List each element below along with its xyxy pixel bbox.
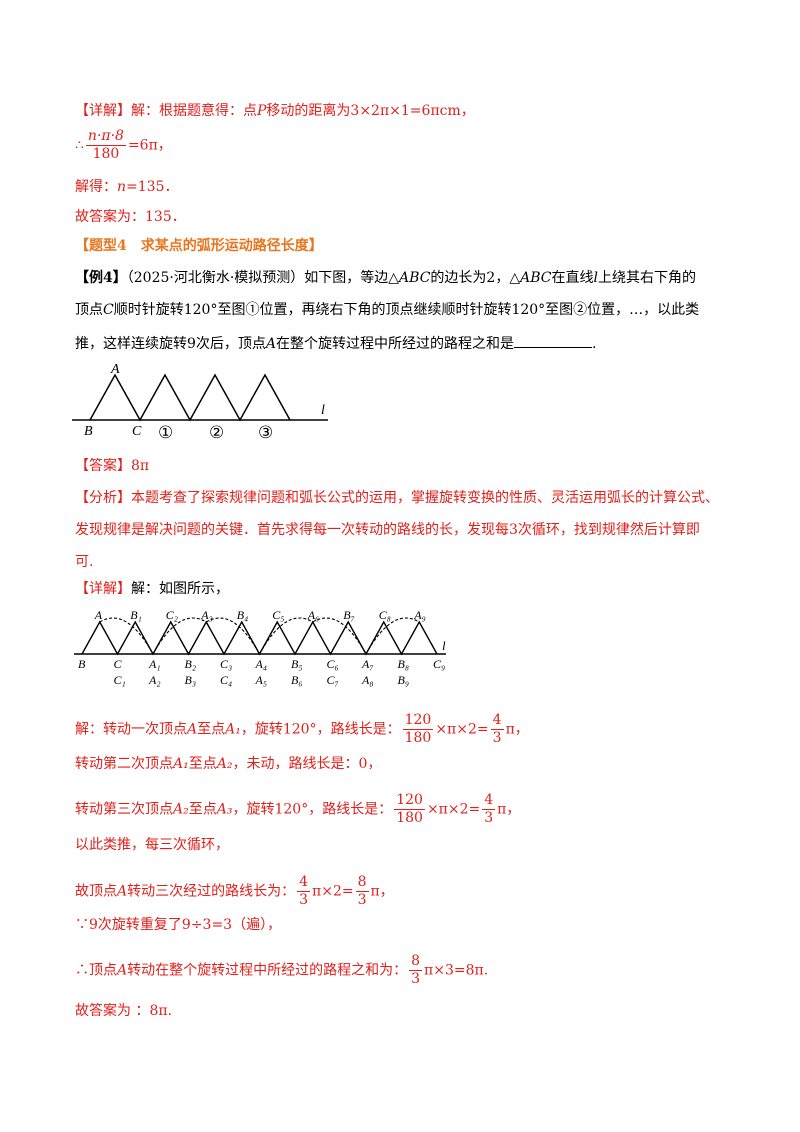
- base-sub-label: B₃: [185, 673, 197, 687]
- base-label: C₉: [433, 657, 445, 671]
- label-l: l: [321, 403, 325, 418]
- base-label: B: [78, 657, 86, 671]
- triangles: [89, 373, 291, 422]
- rotation-arc-2: [152, 617, 207, 655]
- detail2-line: 【详解】解：如图所示，: [75, 581, 229, 597]
- base-sub-label: C₁: [114, 673, 126, 687]
- label-l: l: [442, 638, 446, 653]
- base-label: C₆: [327, 657, 339, 671]
- detail-label: 【详解】: [75, 103, 131, 119]
- top-label: C₈: [379, 608, 391, 622]
- label-circle-2: ②: [209, 423, 224, 442]
- rotation-arc-5: [312, 617, 367, 655]
- step-4: 以此类推，每三次循环，: [75, 837, 229, 853]
- top-label: C₂: [166, 608, 178, 622]
- label-C: C: [132, 424, 142, 439]
- base-sub-label: A₂: [148, 673, 161, 687]
- rotation-figure-2: A B₁ C₂ A₃ B₄ C₅ A₆ B₇ C₈ A₉ B C A₁ B₂ C₃ A₄ B₅ C₆ A₇ B₈ C₉ C…: [74, 608, 446, 687]
- section-heading: 【题型4 求某点的弧形运动路径长度】: [75, 238, 323, 254]
- top-label: A₆: [307, 608, 320, 622]
- base-label: B₈: [398, 657, 410, 671]
- analysis-line-3: 可.: [75, 554, 94, 570]
- base-sub-label: C₇: [327, 673, 339, 687]
- base-sub-label: B₆: [291, 673, 303, 687]
- rotation-figure-1: A B C l ① ② ③: [72, 362, 328, 442]
- answer-line: 【答案】8π: [75, 458, 150, 474]
- base-label: A₁: [148, 657, 161, 671]
- top-label: A₃: [200, 608, 213, 622]
- final-answer: 故答案为 ：8π.: [75, 1003, 173, 1019]
- analysis-line-1: 【分析】本题考查了探索规律问题和弧长公式的运用，掌握旋转变换的性质、灵活运用弧长…: [75, 490, 719, 506]
- label-A: A: [110, 362, 120, 377]
- base-label: A₄: [255, 657, 268, 671]
- step-2: 转动第二次顶点A₁至点A₂，未动，路线长是：0，: [75, 756, 382, 772]
- base-label: C: [114, 657, 123, 671]
- top-label: B₇: [343, 608, 355, 622]
- example-line-2: 顶点C顺时针旋转120°至图①位置，再绕右下角的顶点继续顺时针旋转120°至图②…: [75, 302, 700, 318]
- detail-line-4: 故答案为：135．: [75, 209, 186, 225]
- detail-line-3: 解得：n=135．: [75, 179, 179, 195]
- rotation-arc-6: [365, 617, 420, 655]
- answer-value: 8π: [131, 458, 150, 474]
- answer-blank: [514, 333, 593, 348]
- step-6: ∵9次旋转重复了9÷3=3（遍），: [75, 917, 282, 933]
- label-circle-1: ①: [158, 423, 173, 442]
- top-label: C₅: [272, 608, 284, 622]
- base-label: C₃: [220, 657, 232, 671]
- rotation-arc-3: [205, 617, 260, 655]
- analysis-line-2: 发现规律是解决问题的关键．首先求得每一次转动的路线的长，发现每3次循环，找到规律…: [75, 522, 700, 538]
- base-sub-label: C₄: [220, 673, 232, 687]
- example-line-1: 【例4】（2025·河北衡水·模拟预测）如下图，等边△ABC的边长为2，△ABC…: [75, 270, 696, 286]
- detail-line-1: 【详解】解：根据题意得：点P移动的距离为3×2π×1=6πcm，: [75, 103, 475, 119]
- triangle-chain: [81, 620, 438, 656]
- base-label: B₅: [291, 657, 303, 671]
- base-sub-label: B₉: [398, 673, 410, 687]
- label-circle-3: ③: [258, 423, 273, 442]
- rotation-arc-1: [99, 617, 154, 655]
- top-label: B₄: [237, 608, 249, 622]
- rotation-arc-4: [259, 617, 314, 655]
- base-sub-label: A₈: [361, 673, 374, 687]
- top-label: B₁: [130, 608, 142, 622]
- label-B: B: [84, 424, 93, 439]
- top-label: A: [94, 608, 103, 622]
- top-label: A₉: [413, 608, 426, 622]
- example-line-3: 推，这样连续旋转9次后，顶点A在整个旋转过程中所经过的路程之和是.: [75, 333, 597, 354]
- base-label: B₂: [185, 657, 197, 671]
- base-sub-label: A₅: [255, 673, 268, 687]
- base-label: A₇: [361, 657, 374, 671]
